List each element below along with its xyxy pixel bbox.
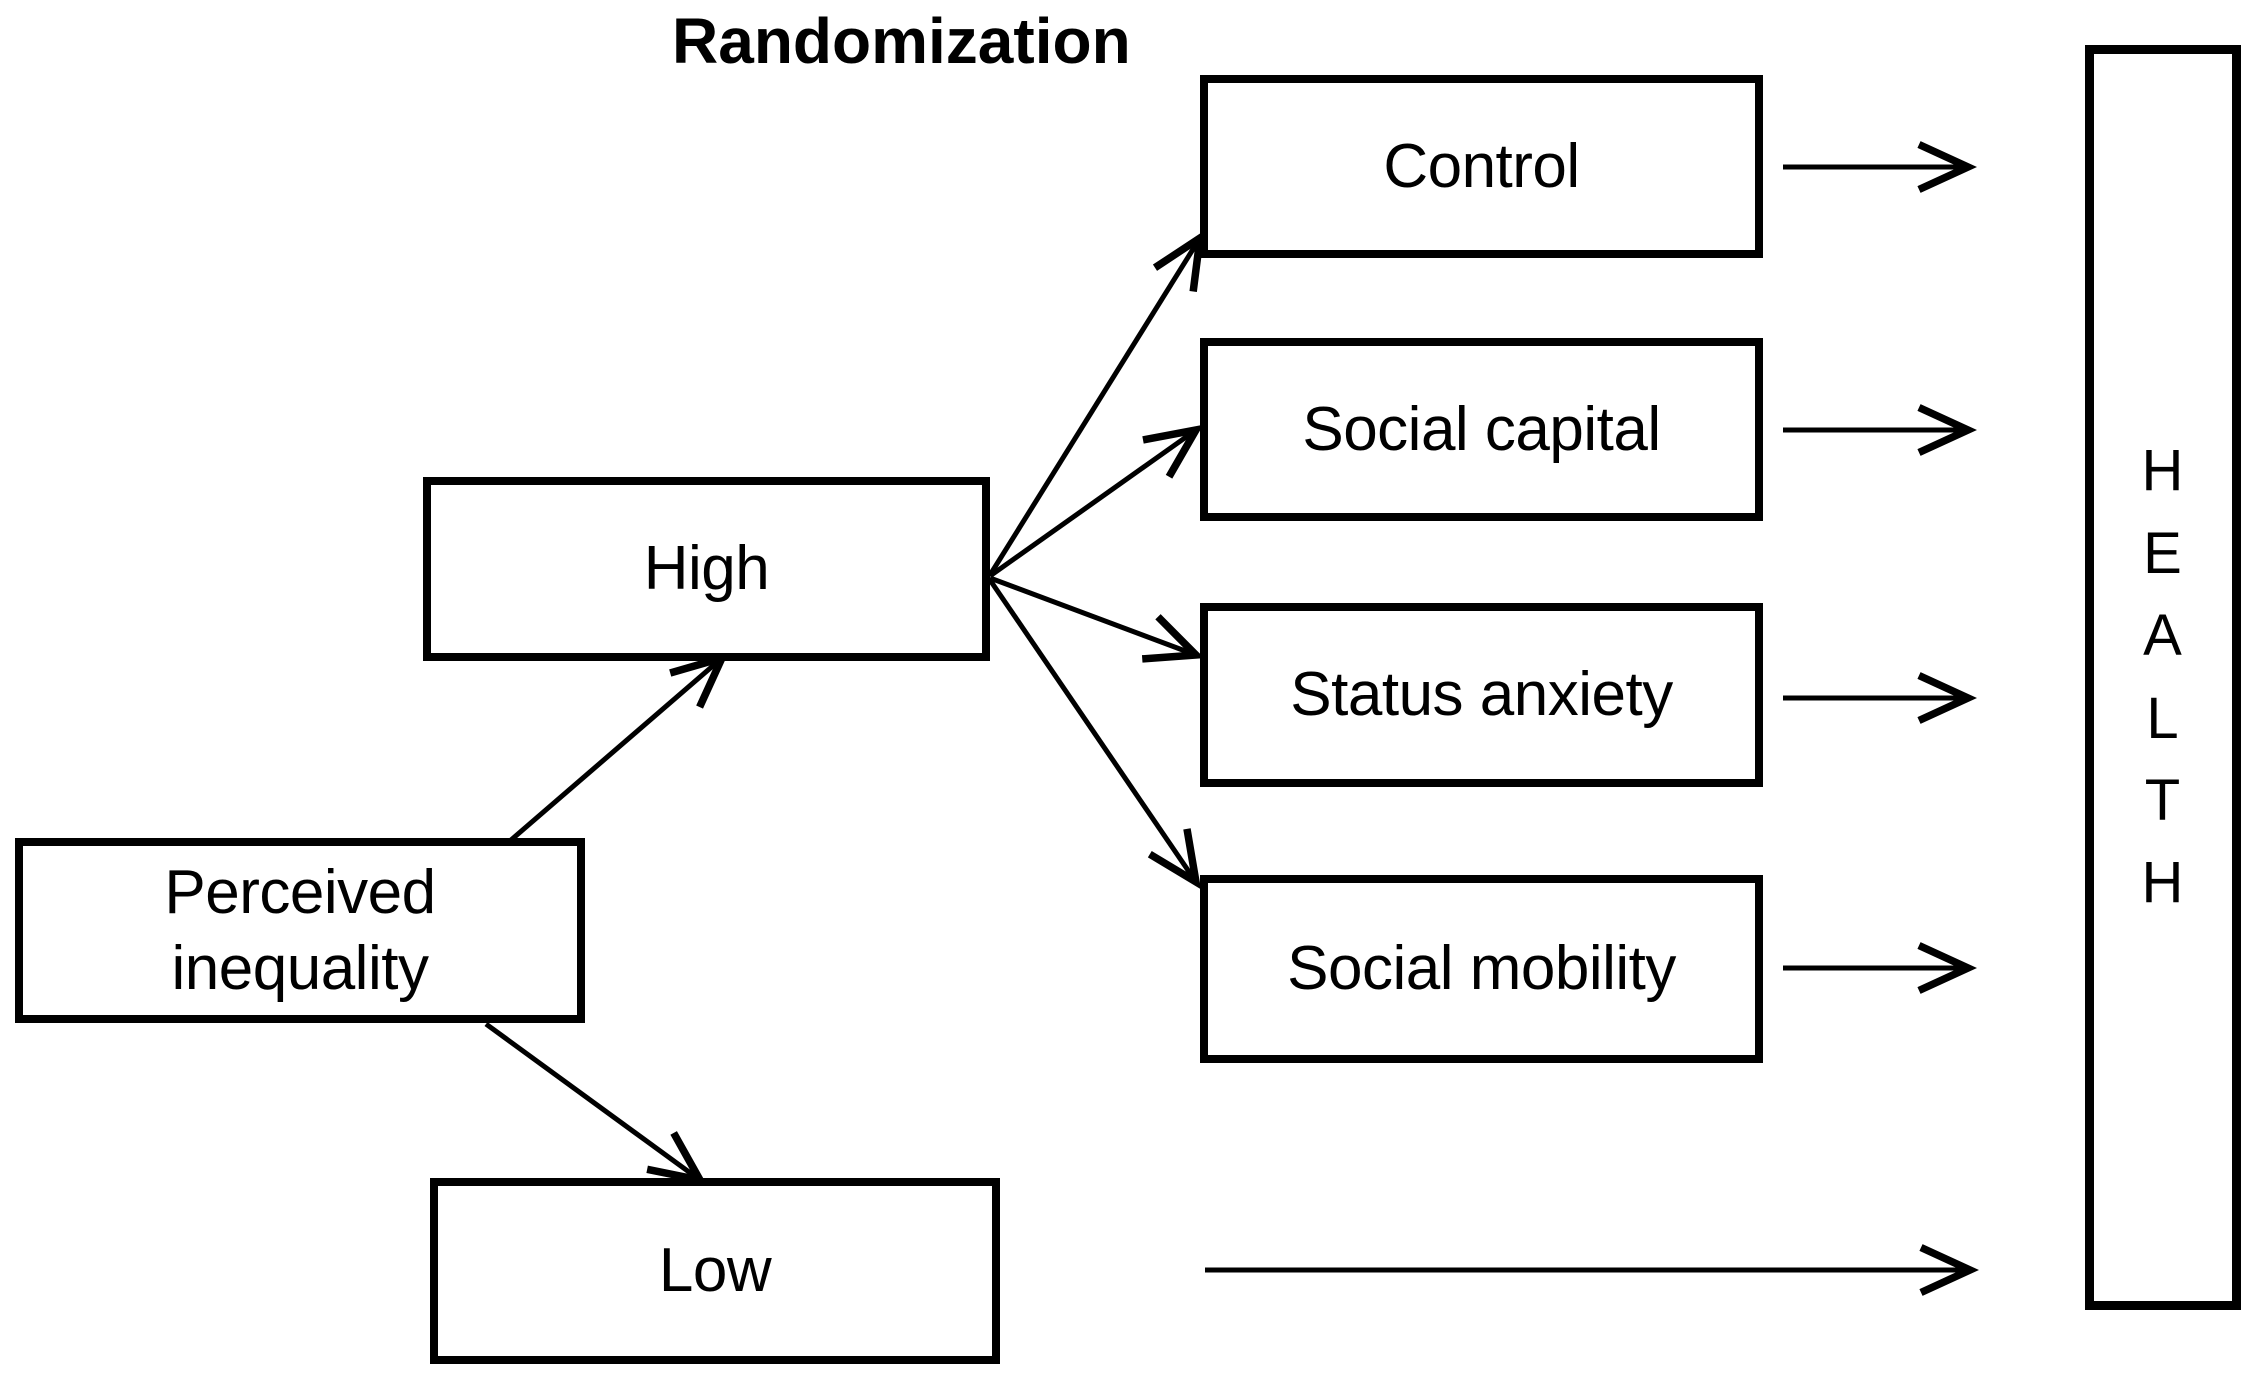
node-label-social-mobility: Social mobility bbox=[1287, 934, 1676, 1004]
edge-high-to-status-anxiety bbox=[989, 575, 1205, 663]
node-label-control: Control bbox=[1383, 131, 1580, 201]
node-social-mobility[interactable]: Social mobility bbox=[1200, 875, 1763, 1063]
node-health[interactable]: H E A L T H bbox=[2085, 45, 2241, 1310]
node-social-capital[interactable]: Social capital bbox=[1200, 338, 1763, 521]
node-control[interactable]: Control bbox=[1200, 75, 1763, 258]
node-high[interactable]: High bbox=[423, 477, 990, 661]
edge-high-to-social-capital bbox=[988, 424, 1204, 579]
edge-high-to-social-mobility bbox=[987, 578, 1202, 890]
edge-perceived-to-low bbox=[484, 1021, 708, 1186]
node-label-high: High bbox=[643, 534, 770, 604]
edge-perceived-to-high bbox=[509, 652, 729, 842]
node-label-low: Low bbox=[658, 1236, 772, 1306]
node-label-social-capital: Social capital bbox=[1302, 394, 1661, 464]
node-low[interactable]: Low bbox=[430, 1178, 1000, 1364]
edge-high-to-control bbox=[987, 230, 1205, 577]
node-status-anxiety[interactable]: Status anxiety bbox=[1200, 603, 1763, 787]
node-label-status-anxiety: Status anxiety bbox=[1290, 660, 1673, 730]
diagram-title: Randomization bbox=[672, 5, 1131, 77]
node-perceived-inequality[interactable]: Perceived inequality bbox=[15, 838, 585, 1023]
node-label-perceived-inequality: Perceived inequality bbox=[164, 857, 436, 1003]
node-label-health: H E A L T H bbox=[2141, 438, 2185, 916]
